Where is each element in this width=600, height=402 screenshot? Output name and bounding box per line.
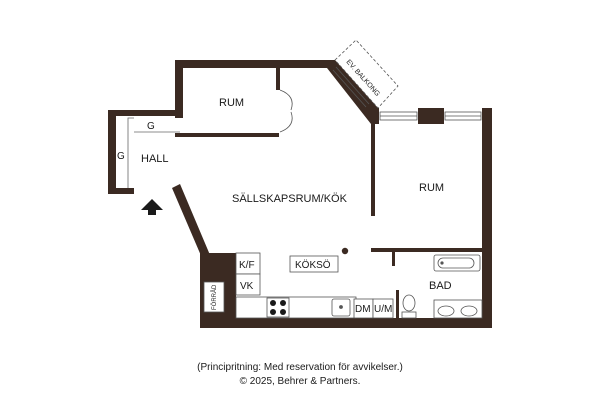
wall-right-room-top-b xyxy=(418,108,444,124)
column-dot xyxy=(341,247,349,255)
wall-top-room-left xyxy=(175,60,183,118)
vk-label: VK xyxy=(240,281,254,292)
hall-lines xyxy=(127,117,180,188)
walls xyxy=(108,60,492,328)
bath-sink-left-icon xyxy=(437,305,455,317)
wall-top-room-right xyxy=(276,68,280,90)
wall-bath-divider xyxy=(396,290,399,320)
um-box xyxy=(372,298,394,319)
g-label-left: G xyxy=(117,151,125,162)
top-room-door xyxy=(279,89,293,133)
stove-icon xyxy=(266,297,290,318)
bad-label: BAD xyxy=(429,280,452,292)
forrad-label: FÖRRÅD xyxy=(211,284,218,310)
rum-top-label: RUM xyxy=(219,97,244,109)
um-label: U/M xyxy=(374,304,392,315)
footer-copyright: © 2025, Behrer & Partners. xyxy=(239,376,361,387)
footer-disclaimer: (Principritning: Med reservation för avv… xyxy=(197,362,403,373)
kitchen-sink-icon xyxy=(331,298,351,317)
wall-right-room-bottom xyxy=(371,248,483,252)
toilet-icon xyxy=(401,294,417,319)
wall-diagonal-left xyxy=(172,184,210,258)
wall-bath-left xyxy=(392,252,395,266)
wall-hall-bottom xyxy=(108,188,134,194)
kitchen-fixtures xyxy=(235,252,357,319)
living-kitchen-label: SÄLLSKAPSRUM/KÖK xyxy=(232,193,348,205)
windows xyxy=(379,111,482,121)
rum-right-label: RUM xyxy=(419,182,444,194)
balcony-outline xyxy=(334,39,399,109)
wall-top-room-top xyxy=(175,60,327,68)
wall-hall-top xyxy=(108,110,180,116)
wall-hall-left xyxy=(108,110,116,194)
wall-right-outer xyxy=(482,108,492,328)
balcony-door xyxy=(332,66,370,108)
bath-sink-right-icon xyxy=(460,305,478,317)
bath-sinks xyxy=(433,299,483,319)
kokso-label: KÖKSÖ xyxy=(295,259,331,271)
dm-label: DM xyxy=(355,304,371,315)
kf-label: K/F xyxy=(239,260,255,271)
dm-um-boxes xyxy=(353,298,394,319)
g-label-top: G xyxy=(147,121,155,132)
wall-bottom xyxy=(200,318,492,328)
storage-room xyxy=(203,281,225,313)
wall-right-room-top-a xyxy=(371,108,379,124)
wall-top-room-bottom xyxy=(175,133,279,137)
bathtub-icon xyxy=(433,254,481,272)
kitchen-island xyxy=(289,255,339,273)
hall-label: HALL xyxy=(141,153,169,165)
wall-right-room-left xyxy=(371,124,375,216)
entrance-arrow-icon xyxy=(141,199,163,215)
vk-box xyxy=(235,273,261,296)
